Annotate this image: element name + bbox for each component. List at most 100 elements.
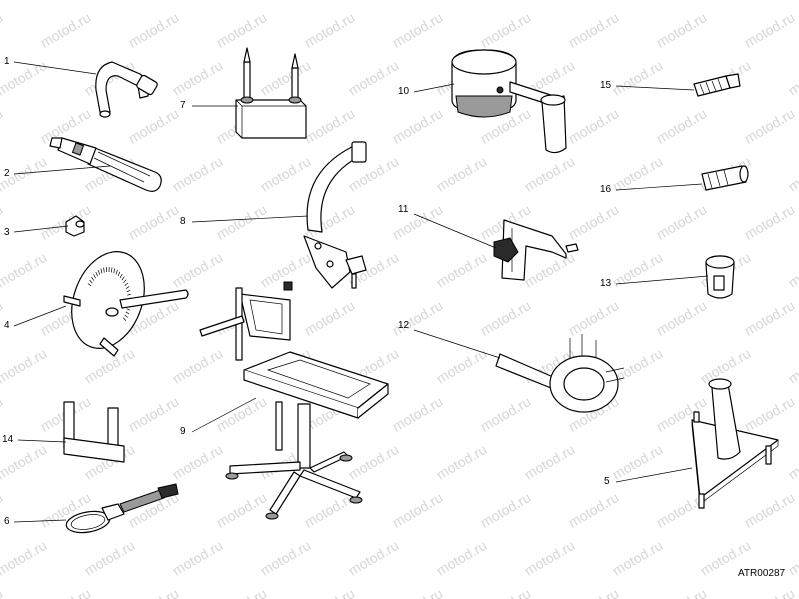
watermark-text: motod.ru [566,105,622,146]
watermark-text: motod.ru [126,105,182,146]
leader-line-3 [13,225,69,233]
part-9-engine-stand [199,281,389,520]
watermark-text: motod.ru [346,441,402,482]
callout-label-13: 13 [600,278,612,289]
watermark-text: motod.ru [478,585,534,599]
degree-tick [121,276,125,281]
watermark-text: motod.ru [258,153,314,194]
part-2-pin-tool [49,137,162,192]
watermark-text: motod.ru [346,57,402,98]
watermark-text: motod.ru [654,105,710,146]
watermark-text: motod.ru [434,153,490,194]
watermark-text: motod.ru [0,585,5,599]
watermark-text: motod.ru [390,393,446,434]
watermark-text: motod.ru [0,105,5,146]
part-6-strap-wrench [65,483,179,534]
watermark-text: motod.ru [610,57,666,98]
degree-tick [124,314,128,318]
watermark-text: motod.ru [522,153,578,194]
leader-line-13 [615,275,709,285]
watermark-text: motod.ru [522,441,578,482]
watermark-text: motod.ru [258,57,314,98]
watermark-text: motod.ru [258,0,314,3]
watermark-text: motod.ru [0,0,49,3]
watermark-text: motod.ru [786,57,799,98]
degree-tick [87,283,92,287]
watermark-text: motod.ru [0,297,5,338]
watermark-text: motod.ru [214,585,270,599]
leader-line-2 [13,165,111,175]
callout-label-12: 12 [398,320,410,331]
watermark-text: motod.ru [170,249,226,290]
watermark-text: motod.ru [434,0,490,3]
part-16-threaded-sleeve [701,165,749,191]
watermark-text: motod.ru [126,201,182,242]
part-3-collar [65,215,85,237]
leader-line-15 [615,85,695,91]
watermark-text: motod.ru [654,9,710,50]
watermark-text: motod.ru [786,345,799,386]
watermark-text: motod.ru [170,0,226,3]
part-14-fork-plate [63,401,125,463]
degree-tick [124,282,129,286]
part-5-triangle-stand [691,378,779,509]
watermark-text: motod.ru [610,537,666,578]
watermark-text: motod.ru [522,249,578,290]
watermark-text: motod.ru [522,537,578,578]
degree-tick [111,267,113,273]
watermark-text: motod.ru [434,537,490,578]
watermark-text: motod.ru [478,297,534,338]
degree-tick [126,308,131,311]
part-12-ring-tool [495,334,625,413]
leader-line-12 [413,329,501,359]
part-15-threaded-pin [693,73,741,97]
watermark-text: motod.ru [610,249,666,290]
watermark-text: motod.ru [566,585,622,599]
degree-tick [123,279,127,283]
watermark-text: motod.ru [214,9,270,50]
leader-line-4 [13,305,67,327]
watermark-text: motod.ru [170,537,226,578]
watermark-text: motod.ru [566,9,622,50]
leader-line-16 [615,183,703,191]
watermark-text: motod.ru [434,345,490,386]
watermark-text: motod.ru [434,249,490,290]
watermark-text: motod.ru [786,0,799,3]
part-10-nut-tool [451,49,567,154]
part-11-bracket [493,219,579,281]
leader-line-5 [615,467,693,483]
degree-tick [125,286,130,289]
watermark-text: motod.ru [126,9,182,50]
watermark-text: motod.ru [566,297,622,338]
watermark-text: motod.ru [742,201,798,242]
watermark-text: motod.ru [566,201,622,242]
degree-tick [117,271,121,277]
degree-tick [100,268,103,274]
watermark-text: motod.ru [170,153,226,194]
watermark-text: motod.ru [38,585,94,599]
watermark-text: motod.ru [346,537,402,578]
watermark-text: motod.ru [0,393,5,434]
watermark-text: motod.ru [390,105,446,146]
watermark-text: motod.ru [786,249,799,290]
leader-line-6 [13,519,67,523]
callout-label-3: 3 [4,227,10,238]
watermark-text: motod.ru [38,9,94,50]
watermark-text: motod.ru [742,393,798,434]
part-8-curved-arm [303,141,367,289]
callout-label-15: 15 [600,80,612,91]
callout-label-11: 11 [398,204,409,215]
leader-line-1 [13,61,97,75]
callout-label-9: 9 [180,426,186,437]
watermark-text: motod.ru [742,585,798,599]
watermark-text: motod.ru [0,441,49,482]
degree-tick [91,276,95,281]
watermark-text: motod.ru [742,105,798,146]
degree-tick [126,290,131,293]
degree-tick [89,279,93,284]
watermark-text: motod.ru [0,9,5,50]
watermark-text: motod.ru [258,537,314,578]
leader-line-10 [413,83,455,93]
